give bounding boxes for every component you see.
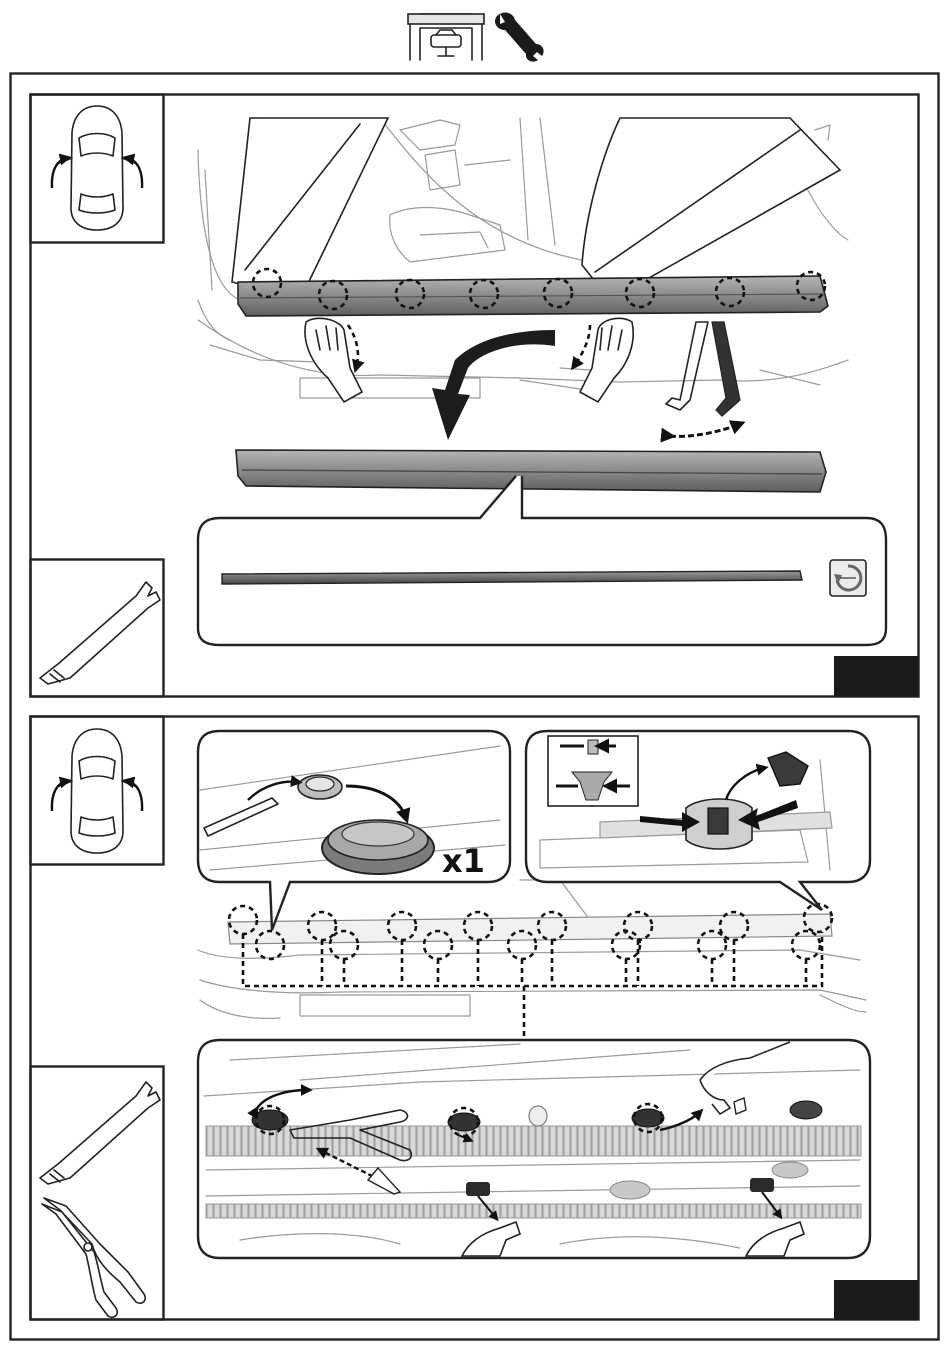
trim-tool-in-use-2 (712, 322, 740, 416)
hand-left (305, 318, 362, 402)
step-1-view-box (31, 95, 164, 243)
step-1-callout (198, 476, 886, 645)
hand-right (580, 318, 633, 402)
rear-door-open (582, 118, 840, 300)
step-1-badge (834, 656, 918, 696)
rocker-panel-installed (238, 269, 828, 316)
step-1-panel (31, 95, 919, 697)
wrench-icon (495, 13, 544, 62)
step-1-tool-box (31, 560, 164, 697)
step-2-panel: x1 (31, 717, 919, 1321)
recycle-no-reuse-icon (830, 560, 866, 596)
trim-removal-tool-icon (40, 1082, 160, 1184)
step-2-badge (834, 1280, 918, 1320)
trim-tool-in-use-1 (666, 322, 708, 410)
car-top-view-doors-open-icon (52, 729, 142, 853)
trim-removal-tool-icon (40, 582, 160, 684)
pull-arrow-right (574, 325, 590, 366)
pry-motion-arrow (670, 424, 740, 436)
front-door-open (232, 118, 388, 300)
needle-nose-pliers-icon (42, 1198, 145, 1317)
garage-lift-icon (408, 14, 484, 60)
vehicle-side-illustration-2 (198, 880, 866, 1040)
header-icons (408, 13, 544, 62)
car-top-view-doors-open-icon (52, 106, 142, 230)
remove-direction-arrow (432, 330, 555, 440)
plug-quantity-label: x1 (442, 842, 485, 880)
step-2-tool-box (31, 1067, 164, 1320)
step-2-view-box (31, 717, 164, 865)
